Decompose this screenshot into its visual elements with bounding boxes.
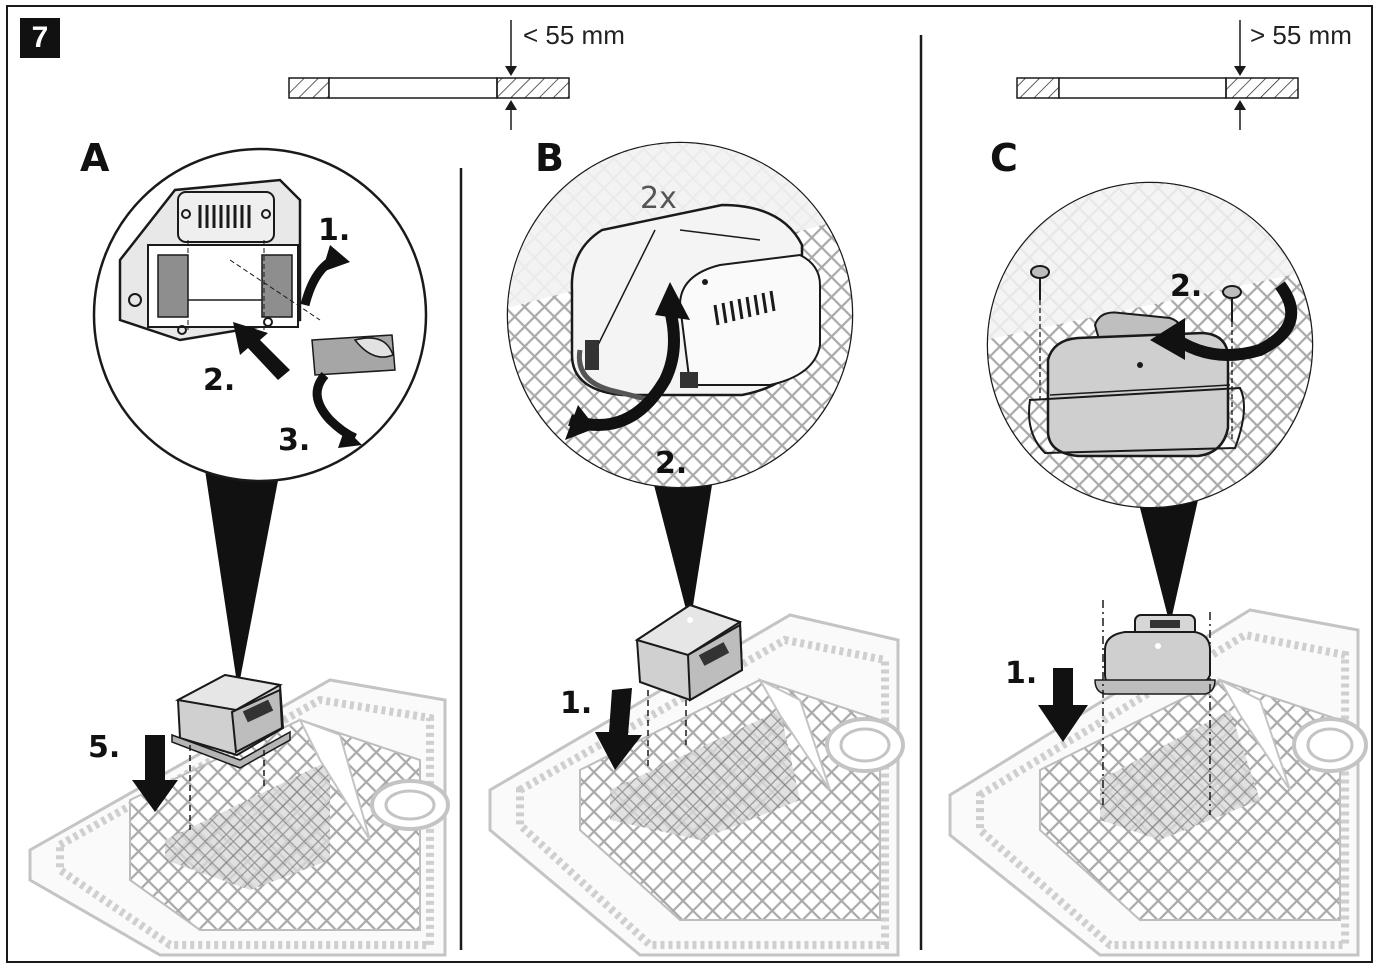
panel-a: 5. (28, 147, 450, 957)
panel-c: 1. 2. (948, 181, 1368, 957)
thickness-diagram-thick (1016, 20, 1299, 130)
base-frame-b (488, 613, 905, 957)
step-label-a-5: 5. (88, 730, 120, 765)
callout-pointer-b (654, 485, 712, 625)
device-c (1094, 614, 1216, 695)
thickness-label-thin: < 55 mm (523, 20, 625, 50)
step-label-c-1: 1. (1005, 656, 1037, 691)
base-frame-c (948, 608, 1368, 957)
step-label-a-3: 3. (278, 423, 310, 458)
step-label-a-2: 2. (203, 363, 235, 398)
figure-frame (6, 5, 1373, 963)
step-label-b-1: 1. (560, 686, 592, 721)
step-label-b-2: 2. (655, 446, 687, 481)
panel-letter-b: B (535, 136, 564, 180)
step-label-a-1: 1. (318, 213, 350, 248)
arrow-step-1-b (595, 688, 642, 770)
step-label-c-2: 2. (1170, 269, 1202, 304)
device-a (171, 673, 291, 769)
panel-letter-c: C (990, 136, 1018, 180)
panel-b: 1. 2x 2. (488, 141, 905, 957)
count-label-2x: 2x (640, 181, 677, 216)
device-b (634, 603, 744, 702)
arrow-step-5 (132, 735, 178, 812)
arrow-step-1-c (1038, 668, 1088, 742)
callout-pointer-a (205, 470, 280, 690)
thickness-diagram-thin (288, 20, 570, 130)
base-frame-a (28, 678, 450, 957)
callout-pointer-c (1138, 500, 1198, 625)
thickness-label-thick: > 55 mm (1250, 20, 1352, 50)
figure-number-badge: 7 (20, 18, 60, 58)
panel-letter-a: A (80, 136, 110, 180)
